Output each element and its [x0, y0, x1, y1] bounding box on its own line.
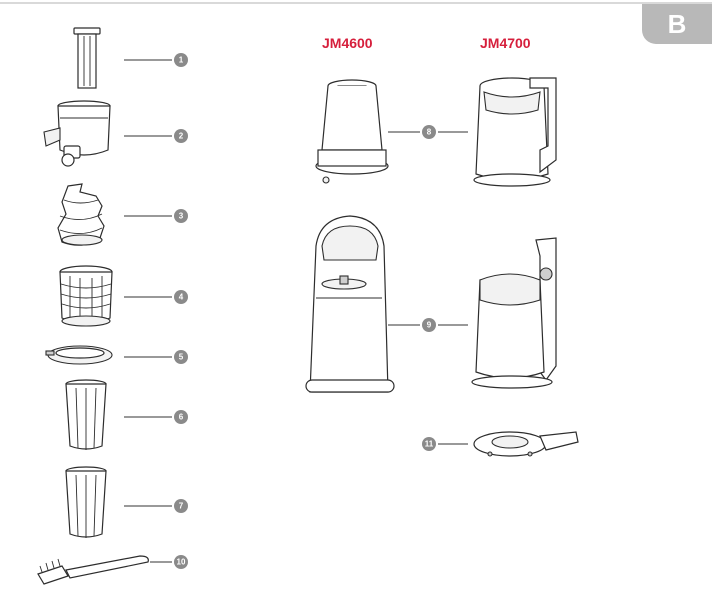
part-2-bowl: 2	[43, 100, 188, 167]
part-9-jm4600-base	[305, 215, 395, 393]
part-3-auger: 3	[57, 183, 188, 246]
callout-1: 1	[179, 56, 184, 65]
part-7-pulp-cup: 7	[65, 466, 188, 538]
callout-7: 7	[179, 502, 184, 511]
part-5-seal: 5	[45, 345, 188, 365]
callout-2: 2	[179, 132, 184, 141]
callout-8: 8	[427, 128, 432, 137]
callout-5: 5	[179, 353, 184, 362]
part-6-juice-cup: 6	[65, 379, 188, 450]
callout-3: 3	[179, 212, 184, 221]
model-label-jm4700: JM4700	[480, 35, 531, 51]
part-9-jm4700-base	[471, 237, 557, 389]
part-8-jm4700-cover	[473, 77, 557, 187]
callout-10: 10	[177, 558, 186, 567]
part-4-strainer: 4	[59, 265, 188, 327]
top-rule	[0, 2, 712, 4]
callout-6: 6	[179, 413, 184, 422]
model-label-jm4600: JM4600	[322, 35, 373, 51]
callout-4: 4	[179, 293, 184, 302]
part-8-jm4600-cover	[315, 79, 389, 184]
section-tab: B	[642, 4, 712, 44]
part-1-insert: 1	[73, 27, 188, 89]
part-11-drip-cover: 11	[422, 431, 579, 457]
callout-11: 11	[425, 440, 434, 449]
part-10-brush: 10	[37, 555, 188, 585]
callout-9: 9	[427, 321, 432, 330]
